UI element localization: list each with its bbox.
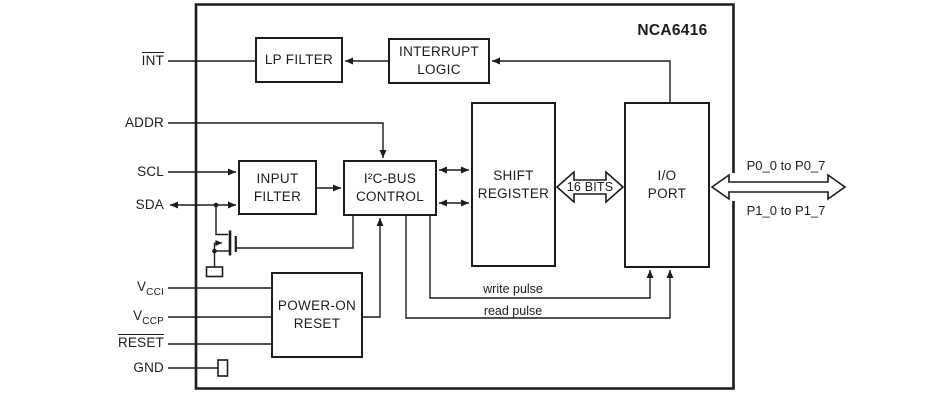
- wire-read-pulse: [405, 216, 674, 319]
- bus-label-p1: P1_0 to P1_7: [746, 203, 826, 218]
- block-lp-filter: LP FILTER: [255, 37, 343, 83]
- block-power-on-reset: POWER-ON RESET: [271, 272, 363, 358]
- signal-label-write-pulse: write pulse: [483, 282, 543, 296]
- pin-label-addr: ADDR: [40, 113, 164, 133]
- bus-arrow-port-pins: [710, 173, 847, 201]
- pin-label-gnd: GND: [40, 358, 164, 378]
- wire-por-to-i2c: [363, 218, 384, 318]
- termination-symbol-gnd: [217, 359, 229, 377]
- wire-write-pulse: [429, 216, 654, 299]
- pin-gnd-text: GND: [133, 360, 164, 375]
- pin-label-sda: SDA: [40, 195, 164, 215]
- pin-addr-text: ADDR: [124, 115, 164, 130]
- block-i2c-bus-control: I²C-BUS CONTROL: [343, 160, 437, 216]
- bus-label-16bits: 16 BITS: [566, 180, 614, 194]
- junction-dot-source: [212, 248, 217, 254]
- pin-vccp-subscript: CCP: [142, 315, 164, 327]
- block-shift-register: SHIFT REGISTER: [471, 102, 556, 267]
- termination-symbol-mosfet: [205, 266, 224, 278]
- block-io-port: I/O PORT: [624, 102, 710, 268]
- chip-border: [194, 3, 735, 390]
- block-input-filter: INPUT FILTER: [238, 160, 317, 215]
- pin-label-int: INT: [40, 51, 164, 71]
- pin-label-scl: SCL: [40, 162, 164, 182]
- mosfet-drain-wire: [215, 205, 228, 236]
- pin-vccp-base: V: [133, 308, 143, 323]
- pin-label-vcci: VCCI: [40, 277, 164, 298]
- pin-scl-text: SCL: [137, 164, 164, 179]
- pin-int-text: INT: [141, 52, 164, 68]
- bus-arrow-16bits: [555, 170, 625, 204]
- pin-vcci-subscript: CCI: [146, 286, 164, 298]
- mosfet-gate-wire: [236, 216, 354, 249]
- pin-label-reset: RESET: [40, 333, 164, 353]
- pin-label-vccp: VCCP: [40, 306, 164, 327]
- chip-title: NCA6416: [637, 22, 708, 39]
- pin-sda-text: SDA: [135, 197, 164, 212]
- block-interrupt-logic: INTERRUPT LOGIC: [388, 38, 490, 84]
- signal-label-read-pulse: read pulse: [483, 304, 543, 318]
- bus-label-p0: P0_0 to P0_7: [746, 158, 826, 173]
- pin-vcci-base: V: [136, 279, 147, 294]
- wire-ioport-to-interrupt: [492, 57, 671, 102]
- junction-dot-sda: [213, 202, 219, 208]
- wire-addr: [168, 122, 387, 158]
- pin-reset-text: RESET: [117, 334, 164, 350]
